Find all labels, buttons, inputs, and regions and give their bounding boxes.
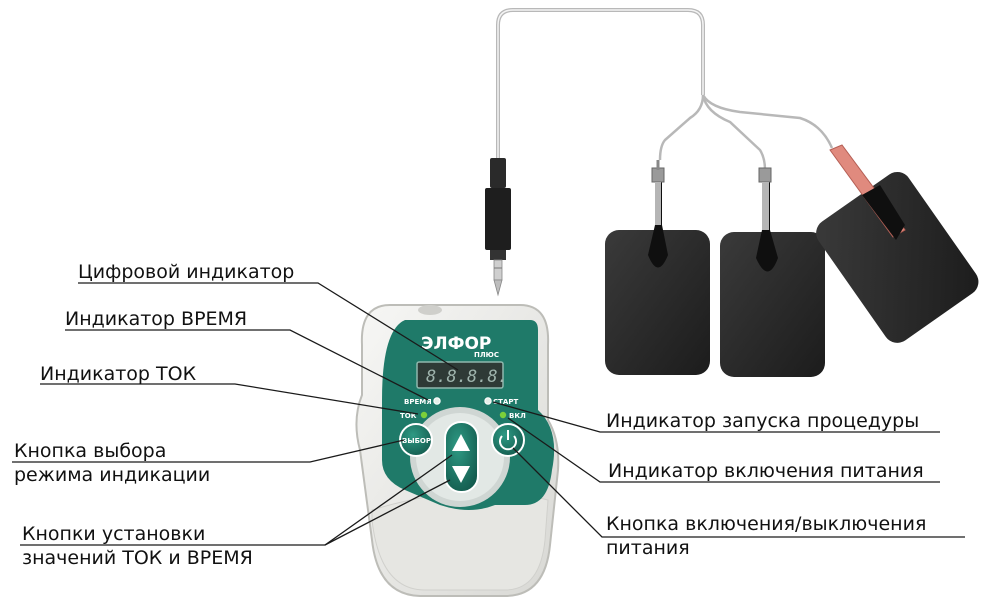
callout-set-buttons-1: Кнопки установки bbox=[22, 523, 205, 545]
current-label: ТОК bbox=[400, 412, 417, 420]
start-led bbox=[484, 397, 492, 405]
callout-power-button-1: Кнопка включения/выключения bbox=[606, 513, 926, 535]
current-led bbox=[420, 411, 428, 419]
display-digits: 8.8.8.8. bbox=[426, 367, 508, 387]
electrode-1 bbox=[605, 160, 710, 375]
time-led bbox=[433, 397, 441, 405]
brand-logo: ЭЛФОР bbox=[421, 334, 491, 354]
callout-power-button-2: питания bbox=[606, 537, 690, 559]
callout-time-indicator: Индикатор ВРЕМЯ bbox=[65, 308, 247, 330]
leader-lines bbox=[12, 282, 965, 546]
callout-set-buttons-2: значений ТОК и ВРЕМЯ bbox=[22, 547, 253, 569]
select-button-label: ВЫБОР bbox=[402, 437, 431, 445]
digital-display: 8.8.8.8. bbox=[416, 361, 508, 389]
jack-plug bbox=[485, 158, 511, 297]
electrode-2 bbox=[720, 167, 825, 377]
electrode-3 bbox=[816, 144, 979, 343]
callout-current-indicator: Индикатор ТОК bbox=[40, 363, 197, 385]
up-arrow-icon bbox=[452, 434, 470, 451]
power-led bbox=[499, 411, 507, 419]
power-label: ВКЛ bbox=[509, 412, 526, 420]
down-arrow-icon bbox=[452, 466, 470, 483]
start-label: СТАРТ bbox=[493, 398, 518, 406]
callout-mode-button-2: режима индикации bbox=[14, 464, 210, 486]
callout-power-indicator: Индикатор включения питания bbox=[608, 460, 924, 482]
power-icon bbox=[499, 435, 517, 451]
cable bbox=[496, 8, 834, 171]
power-button[interactable] bbox=[491, 423, 525, 457]
brand-sub: ПЛЮС bbox=[474, 351, 499, 359]
callout-mode-button-1: Кнопка выбора bbox=[14, 440, 166, 462]
callout-start-indicator: Индикатор запуска процедуры bbox=[606, 410, 919, 432]
up-down-buttons[interactable] bbox=[444, 421, 479, 493]
select-button[interactable]: ВЫБОР bbox=[399, 423, 433, 457]
time-label: ВРЕМЯ bbox=[404, 398, 432, 406]
callout-digital-indicator: Цифровой индикатор bbox=[78, 261, 294, 283]
